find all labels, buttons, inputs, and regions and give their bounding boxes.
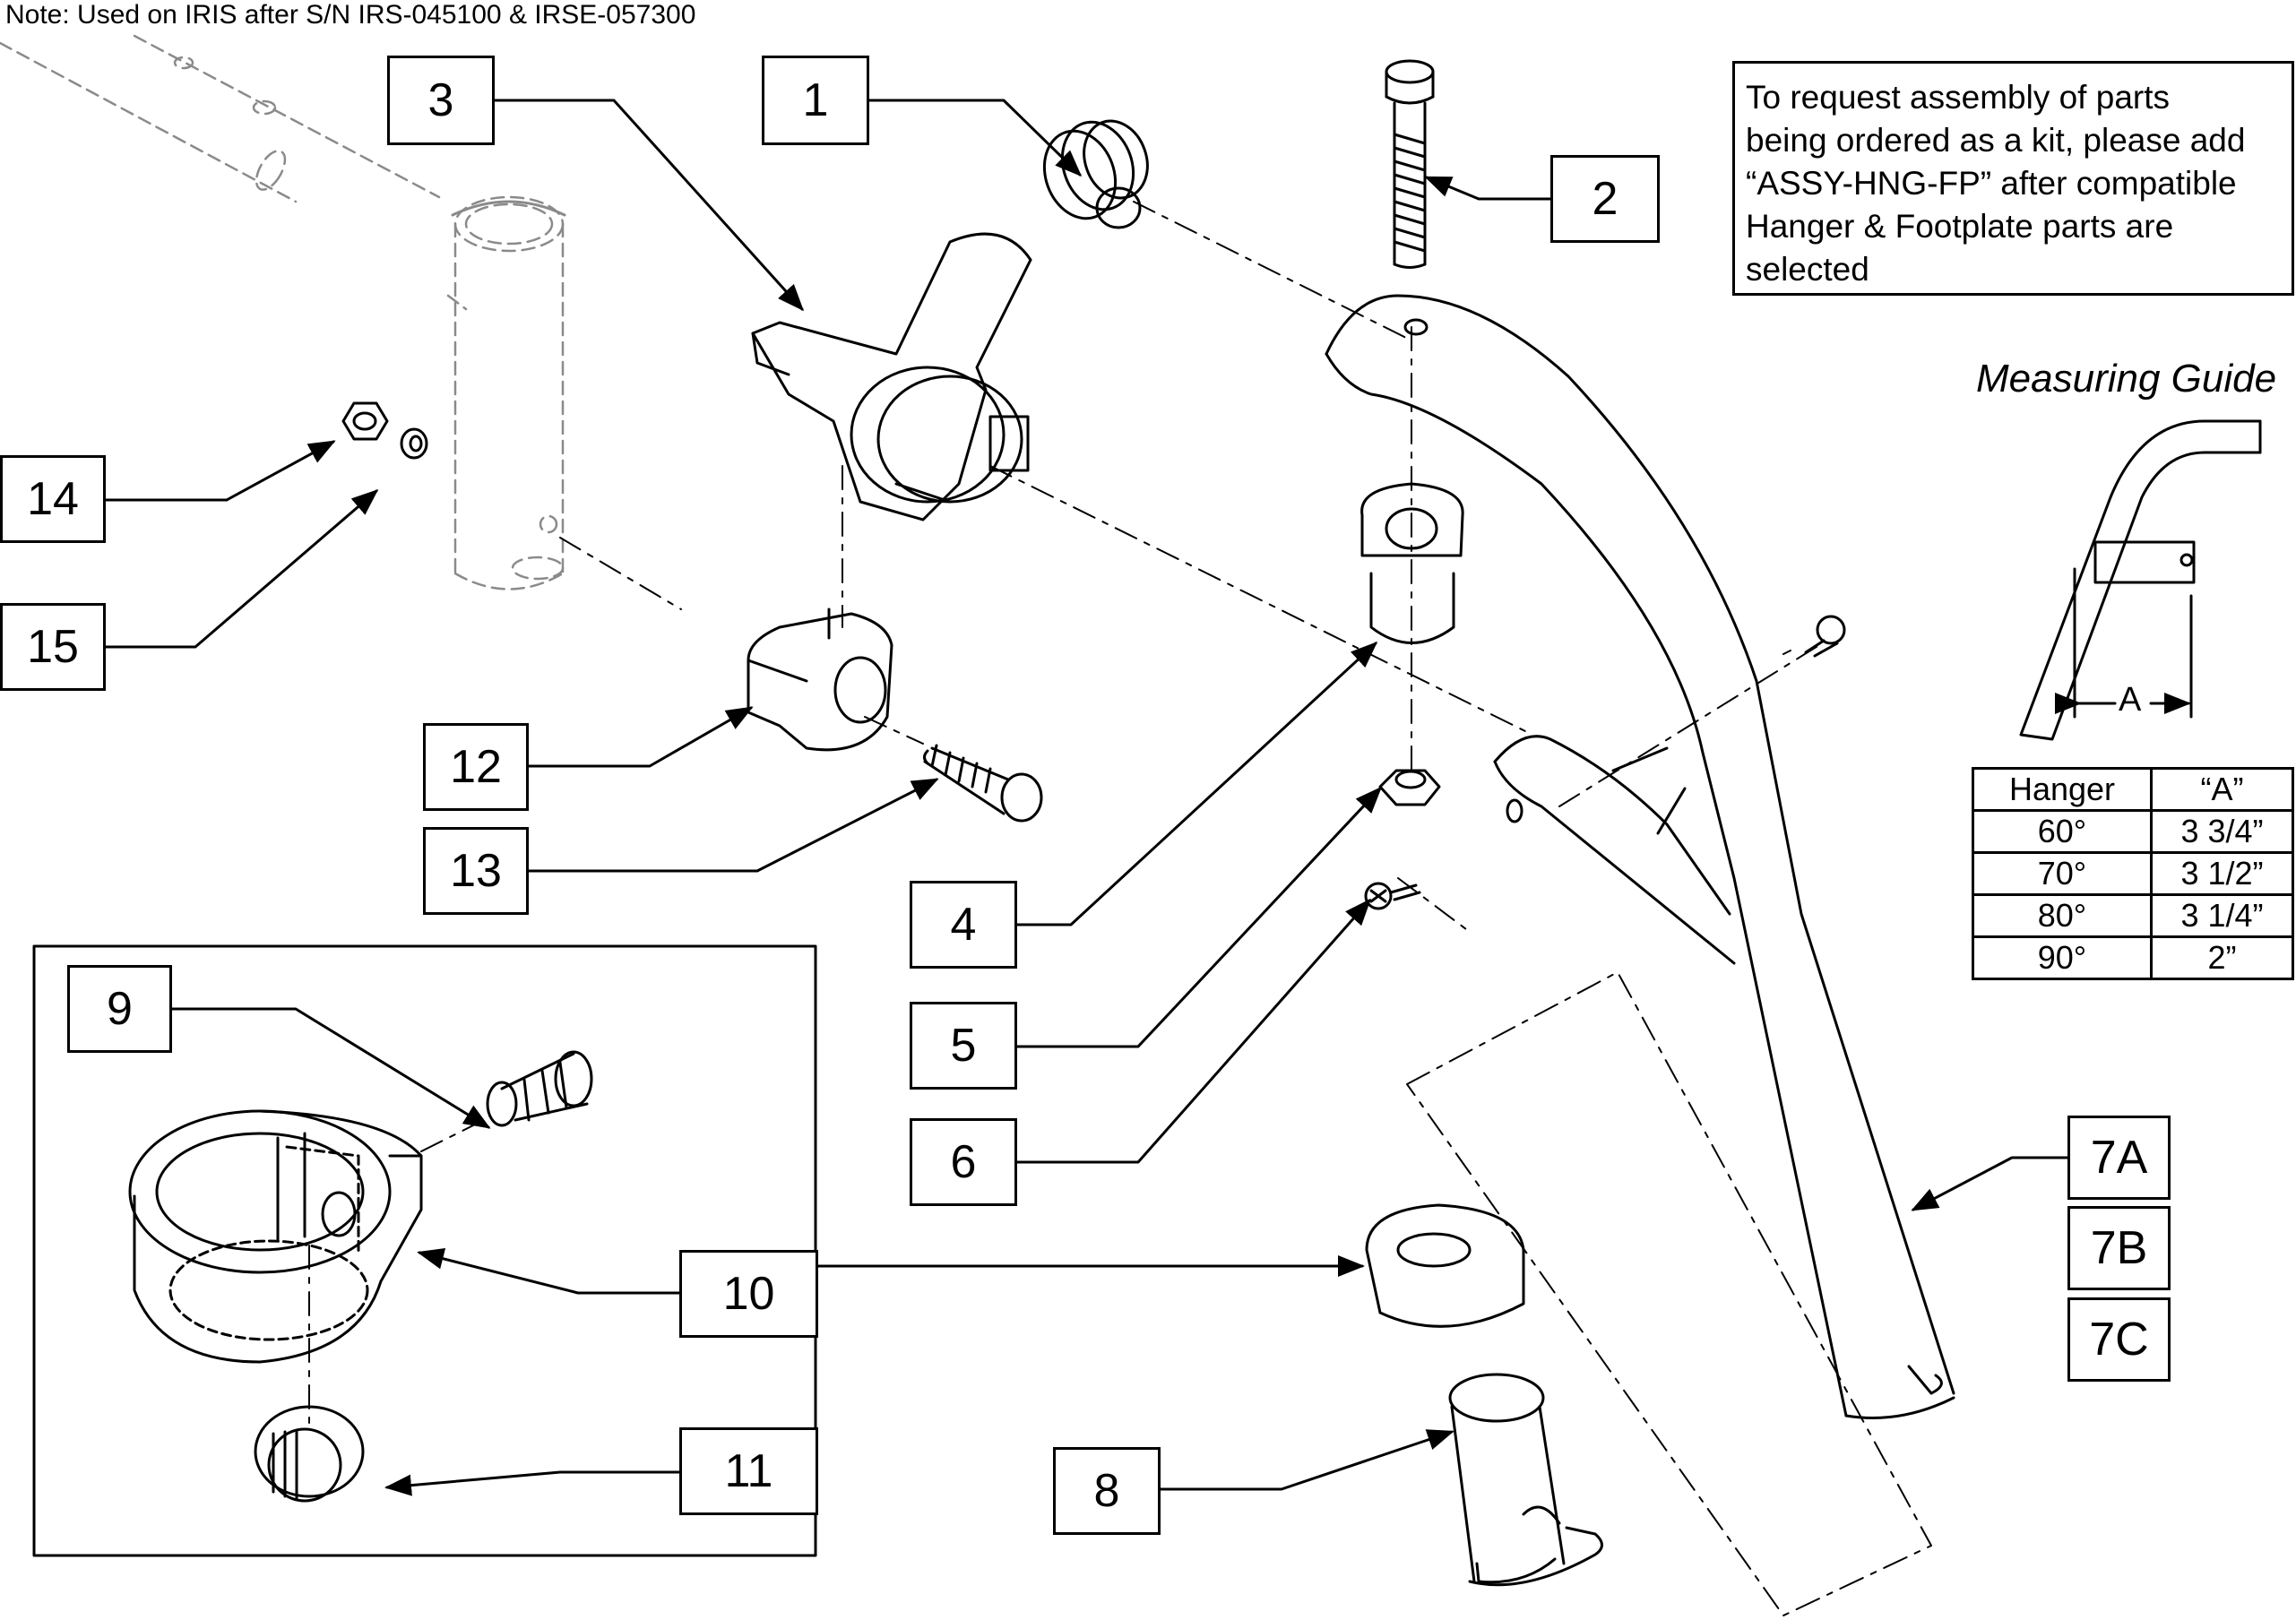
callout-1: 1 bbox=[762, 56, 869, 145]
part-14-nut bbox=[341, 401, 389, 441]
callout-14: 14 bbox=[0, 455, 106, 543]
table-row: 60° 3 3/4” bbox=[1972, 809, 2294, 854]
frame-tube-ghost bbox=[0, 34, 565, 590]
callout-6: 6 bbox=[910, 1118, 1017, 1206]
callout-2: 2 bbox=[1550, 155, 1660, 243]
part-6-screw bbox=[1364, 882, 1421, 910]
table-cell: 3 1/4” bbox=[2150, 893, 2294, 938]
part-15-washer bbox=[400, 427, 428, 460]
inset-part-11 bbox=[254, 1405, 365, 1503]
callout-9: 9 bbox=[67, 965, 172, 1053]
table-header-hanger: Hanger bbox=[1972, 767, 2153, 812]
note-text: Note: Used on IRIS after S/N IRS-045100 … bbox=[5, 0, 696, 30]
info-line-5: selected bbox=[1746, 251, 1869, 288]
callout-7c: 7C bbox=[2067, 1297, 2171, 1382]
callout-12: 12 bbox=[423, 723, 529, 811]
part-10-small-ring bbox=[1365, 1203, 1525, 1328]
inset-part-10-clamp bbox=[128, 1109, 423, 1364]
callout-7a: 7A bbox=[2067, 1116, 2171, 1200]
part-13-screw bbox=[923, 744, 1043, 823]
part-5-nut bbox=[1378, 769, 1441, 806]
table-cell: 70° bbox=[1972, 851, 2153, 896]
table-cell: 80° bbox=[1972, 893, 2153, 938]
callout-7b: 7B bbox=[2067, 1206, 2171, 1290]
info-line-3: “ASSY-HNG-FP” after compatible bbox=[1746, 165, 2237, 202]
table-cell: 3 1/2” bbox=[2150, 851, 2294, 896]
measuring-guide-drawing bbox=[2019, 419, 2262, 741]
table-header-row: Hanger “A” bbox=[1972, 767, 2294, 812]
callout-8: 8 bbox=[1053, 1447, 1161, 1535]
frame-tube-outline bbox=[451, 200, 566, 217]
footplate-zone-outline bbox=[1406, 971, 1932, 1616]
leader-lines bbox=[104, 99, 2069, 1496]
callout-15: 15 bbox=[0, 603, 106, 691]
center-lines bbox=[308, 201, 1820, 1426]
small-screw-right bbox=[1804, 615, 1846, 658]
part-8-insert bbox=[1448, 1373, 1603, 1587]
table-cell: 2” bbox=[2150, 935, 2294, 980]
info-line-4: Hanger & Footplate parts are bbox=[1746, 208, 2174, 245]
hanger-table: Hanger “A” 60° 3 3/4” 70° 3 1/2” 80° 3 1… bbox=[1972, 767, 2294, 980]
table-cell: 3 3/4” bbox=[2150, 809, 2294, 854]
part-3-clamp bbox=[751, 232, 1032, 521]
part-4-bushing bbox=[1360, 482, 1464, 644]
callout-3: 3 bbox=[387, 56, 495, 145]
callout-5: 5 bbox=[910, 1002, 1017, 1090]
table-header-a: “A” bbox=[2150, 767, 2294, 812]
callout-10: 10 bbox=[679, 1250, 818, 1338]
callout-11: 11 bbox=[679, 1427, 818, 1515]
assembly-info-box: To request assembly of parts being order… bbox=[1732, 61, 2294, 296]
measuring-guide-title: Measuring Guide bbox=[1976, 357, 2277, 401]
part-12-lower-clamp bbox=[747, 608, 893, 752]
callout-13: 13 bbox=[423, 827, 529, 915]
callout-4: 4 bbox=[910, 881, 1017, 969]
table-row: 80° 3 1/4” bbox=[1972, 893, 2294, 938]
table-cell: 60° bbox=[1972, 809, 2153, 854]
part-7-hanger bbox=[1325, 294, 1955, 1419]
part-2-bolt bbox=[1385, 59, 1435, 269]
info-line-1: To request assembly of parts bbox=[1746, 79, 2170, 116]
info-line-2: being ordered as a kit, please add bbox=[1746, 122, 2246, 159]
part-1-cap bbox=[1042, 119, 1149, 229]
dimension-a-label: A bbox=[2119, 681, 2142, 719]
table-row: 90° 2” bbox=[1972, 935, 2294, 980]
inset-part-9 bbox=[486, 1050, 593, 1127]
table-cell: 90° bbox=[1972, 935, 2153, 980]
table-row: 70° 3 1/2” bbox=[1972, 851, 2294, 896]
